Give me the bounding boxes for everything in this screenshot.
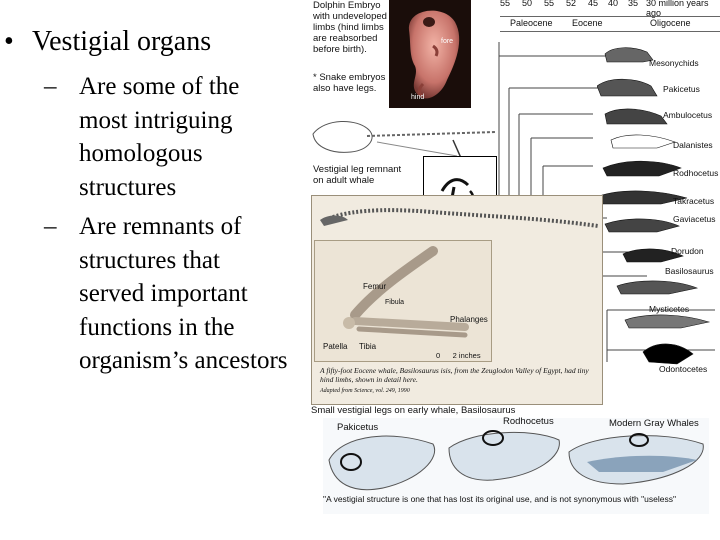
skull-label: Pakicetus [337,422,379,433]
basilosaurus-skeleton [320,208,599,228]
subpoint-text: Are some of the most intriguing homologo… [79,73,240,201]
subpoint-text: Are remnants of structures that served i… [79,213,288,374]
bullet-vestigial-organs: • Vestigial organs [4,26,211,58]
label-patella: Patella [323,342,348,351]
whale-skeleton-sketch [312,120,496,159]
species-label: Rodhocetus [673,168,719,178]
subpoint-dash: – [44,213,57,240]
tick-label: 55 [544,0,555,8]
species-label: Dorudon [671,246,704,256]
tick-label: 50 [522,0,533,8]
embryo-icon [408,10,460,99]
species-label: Takracetus [673,196,715,206]
tick-label: 35 [628,0,639,8]
skull-comparison-panel: Pakicetus Rodhocetus Modern Gray Whales … [323,416,709,514]
label-phalanges: Phalanges [450,315,488,324]
figure-credit: Adapted from Science, vol. 249, 1990 [320,388,410,394]
snake-note: * Snake embryos also have legs. [313,72,386,94]
species-label: Ambulocetus [663,110,713,120]
species-label: Mesonychids [649,58,699,68]
bullet-text: Vestigial organs [32,26,212,57]
skulls-illustration [328,430,704,491]
basilosaurus-description: A fifty-foot Eocene whale, Basilosaurus … [320,366,589,384]
tick-label: 30 million years ago [646,0,709,18]
species-label: Dalanistes [673,140,713,150]
whale-evolution-figure: fore hind Dolphin Embryo with undevelope… [307,0,720,514]
skull-label: Rodhocetus [503,416,554,427]
species-label: Mysticetes [649,304,690,314]
epoch-label: Eocene [572,18,603,28]
tick-label: 55 [500,0,511,8]
dolphin-embryo-photo: fore hind [389,0,471,108]
animal-silhouettes [597,47,711,365]
bullet-dot: • [4,26,14,57]
species-label: Odontocetes [659,364,708,374]
label-tibia: Tibia [359,342,377,351]
vestigial-quote: "A vestigial structure is one that has l… [323,494,677,504]
tick-label: 45 [588,0,599,8]
embryo-label-fore: fore [441,38,454,45]
embryo-caption: Dolphin Embryo with undeveloped limbs (h… [313,0,387,55]
species-label: Pakicetus [663,84,700,94]
whale-leg-caption: Vestigial leg remnant on adult whale [313,164,402,186]
basilosaurus-panel: Femur Patella Tibia Fibula Phalanges 0 2… [311,195,603,405]
timeline-scale: 55 50 55 52 45 40 35 30 million years ag… [500,0,720,18]
hind-limb-detail: Femur Patella Tibia Fibula [314,240,492,362]
epoch-label: Paleocene [510,18,553,28]
scale-bar: 0 2 inches [436,351,481,360]
tick-label: 40 [608,0,619,8]
label-femur: Femur [363,282,387,291]
label-fibula: Fibula [385,299,405,306]
tick-label: 52 [566,0,577,8]
epoch-label: Oligocene [650,18,691,28]
embryo-label-hind: hind [411,94,425,101]
epoch-bar: Paleocene Eocene Oligocene [500,16,720,32]
hind-limb-bones [343,246,469,338]
species-label: Basilosaurus [665,266,714,276]
skull-label: Modern Gray Whales [609,418,699,429]
species-label: Gaviacetus [673,214,716,224]
basilosaurus-caption: Small vestigial legs on early whale, Bas… [311,405,516,416]
subpoint-dash: – [44,73,57,100]
